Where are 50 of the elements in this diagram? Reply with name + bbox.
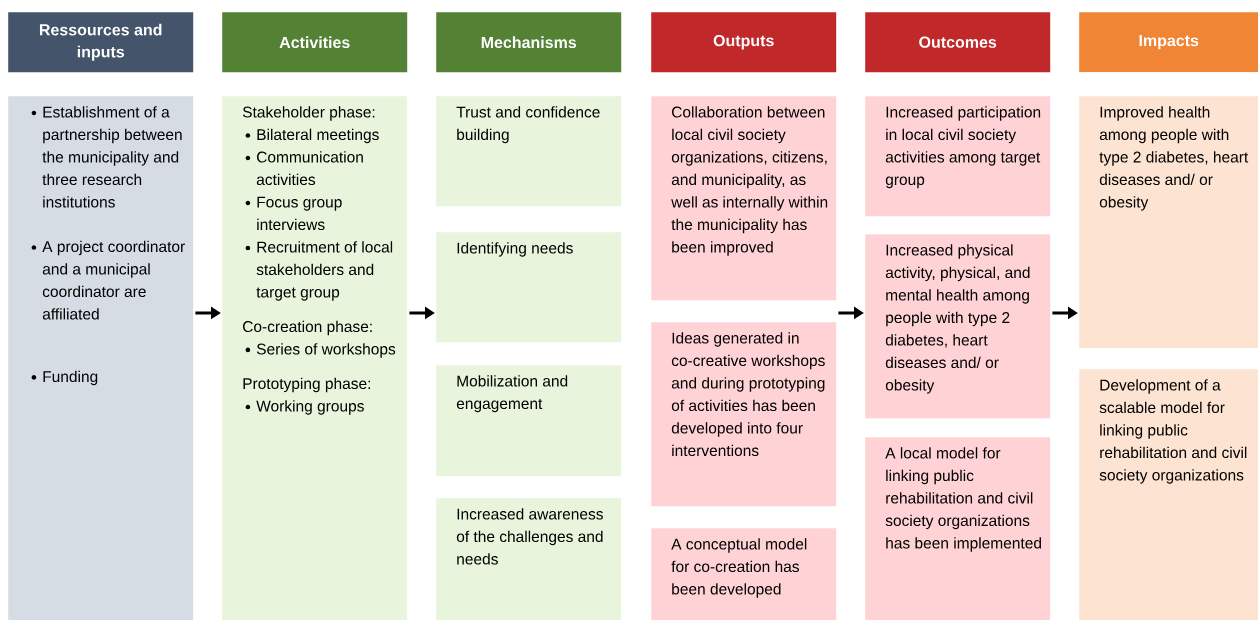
content-box	[8, 96, 194, 620]
box-text: Increased awareness of the challenges and needs	[456, 508, 603, 565]
bullet-item: Series of workshops	[245, 343, 396, 358]
content-box	[865, 437, 1051, 620]
content-box	[1079, 369, 1258, 620]
bullet-item: Bilateral meetings	[245, 128, 379, 144]
box-text: Increased physical activity, physical, and mental health among people with type 2 diabetes, heart diseases and/ or obesity	[885, 244, 1030, 394]
header-box	[222, 12, 408, 73]
header-label: Mechanisms	[481, 36, 577, 49]
content-box	[436, 498, 622, 620]
box-text: Development of a scalable model for linking public rehabilitation and civil society organizations	[1099, 379, 1247, 484]
content-box	[651, 528, 837, 620]
content-box	[865, 96, 1051, 217]
content-box	[436, 96, 622, 207]
phase-heading: Co-creation phase:	[243, 320, 372, 336]
box-text: A local model for linking public rehabilitation and civil society organizations has been implemented	[885, 447, 1041, 552]
box-text: Improved health among people with type 2 diabetes, heart diseases and/ or obesity	[1099, 106, 1249, 211]
header-label: Impacts	[1139, 35, 1199, 50]
bullet-item: Recruitment of local stakeholders and target group	[245, 241, 393, 301]
header-box	[1079, 12, 1258, 73]
header-label: Outcomes	[919, 36, 997, 48]
phase-heading: Stakeholder phase:	[242, 106, 375, 121]
bullet-item: Focus group interviews	[245, 196, 342, 231]
header-box	[8, 12, 194, 73]
content-box	[222, 96, 408, 620]
header-label: Activities	[279, 36, 350, 49]
bullet-item: Working groups	[245, 400, 364, 415]
box-text: Identifying needs	[457, 242, 573, 257]
content-box	[1079, 96, 1258, 349]
bullet-item: Establishment of a partnership between the municipality and three research institutions	[31, 106, 182, 208]
header-box	[651, 12, 837, 73]
phase-heading: Prototyping phase:	[243, 377, 370, 393]
content-box	[651, 322, 837, 507]
box-text: Collaboration between local civil society organizations, citizens, and municipality, as well as internally within the municipality has been improved	[671, 106, 828, 256]
box-text: Mobilization and engagement	[456, 375, 568, 413]
content-box	[436, 365, 622, 477]
box-text: Ideas generated in co-creative workshops and during prototyping of activities has been developed into four interventions	[671, 332, 825, 457]
box-text: Trust and confidence building	[456, 106, 600, 144]
header-label: Ressources and inputs	[39, 23, 162, 61]
bullet-item: Funding	[31, 370, 98, 386]
header-box	[436, 12, 622, 73]
content-box	[865, 234, 1051, 419]
box-text: A conceptual model for co-creation has been developed	[671, 538, 807, 598]
bullet-item: A project coordinator and a municipal coordinator are affiliated	[31, 240, 185, 320]
box-text: Increased participation in local civil society activities among target group	[885, 106, 1041, 189]
content-box	[436, 232, 622, 343]
content-box	[651, 96, 837, 301]
header-box	[865, 12, 1051, 73]
bullet-item: Communication activities	[245, 151, 363, 186]
header-label: Outputs	[713, 34, 774, 50]
